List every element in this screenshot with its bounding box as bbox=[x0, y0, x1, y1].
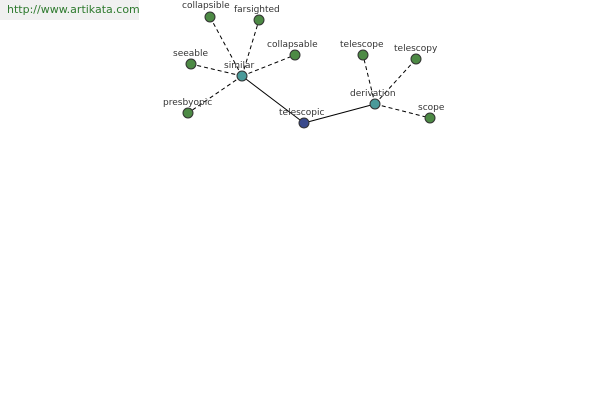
node-telescopic[interactable] bbox=[298, 117, 310, 129]
label-collapsable[interactable]: collapsable bbox=[267, 40, 318, 50]
node-seeable[interactable] bbox=[185, 58, 197, 70]
node-telescope[interactable] bbox=[357, 49, 369, 61]
graph-labels: telescopic similar derivation collapsibl… bbox=[163, 1, 445, 118]
node-similar[interactable] bbox=[236, 70, 248, 82]
label-seeable[interactable]: seeable bbox=[173, 49, 208, 59]
edge-telescopic-similar bbox=[241, 75, 305, 124]
label-farsighted[interactable]: farsighted bbox=[234, 5, 280, 15]
node-collapsable[interactable] bbox=[289, 49, 301, 61]
label-collapsible[interactable]: collapsible bbox=[182, 1, 230, 11]
label-telescope[interactable]: telescope bbox=[340, 40, 384, 50]
edge-derivation-scope bbox=[374, 103, 431, 119]
node-farsighted[interactable] bbox=[253, 14, 265, 26]
node-presbyopic[interactable] bbox=[182, 107, 194, 119]
site-url[interactable]: http://www.artikata.com bbox=[0, 0, 140, 20]
node-collapsible[interactable] bbox=[204, 11, 216, 23]
node-telescopy[interactable] bbox=[410, 53, 422, 65]
graph-edges bbox=[187, 16, 431, 124]
edge-derivation-telescope bbox=[362, 54, 376, 105]
label-telescopic[interactable]: telescopic bbox=[279, 108, 324, 118]
edge-similar-farsighted bbox=[241, 19, 260, 77]
node-derivation[interactable] bbox=[369, 98, 381, 110]
label-similar[interactable]: similar bbox=[224, 61, 254, 71]
edge-similar-collapsable bbox=[241, 54, 296, 77]
node-scope[interactable] bbox=[424, 112, 436, 124]
edge-similar-presbyopic bbox=[187, 75, 243, 114]
label-telescopy[interactable]: telescopy bbox=[394, 44, 438, 54]
label-presbyopic[interactable]: presbyopic bbox=[163, 98, 212, 108]
label-derivation[interactable]: derivation bbox=[350, 89, 396, 99]
label-scope[interactable]: scope bbox=[418, 103, 445, 113]
edge-derivation-telescopy bbox=[374, 58, 417, 105]
graph-nodes bbox=[182, 11, 436, 129]
edge-similar-seeable bbox=[190, 63, 243, 77]
edge-telescopic-derivation bbox=[303, 103, 376, 124]
